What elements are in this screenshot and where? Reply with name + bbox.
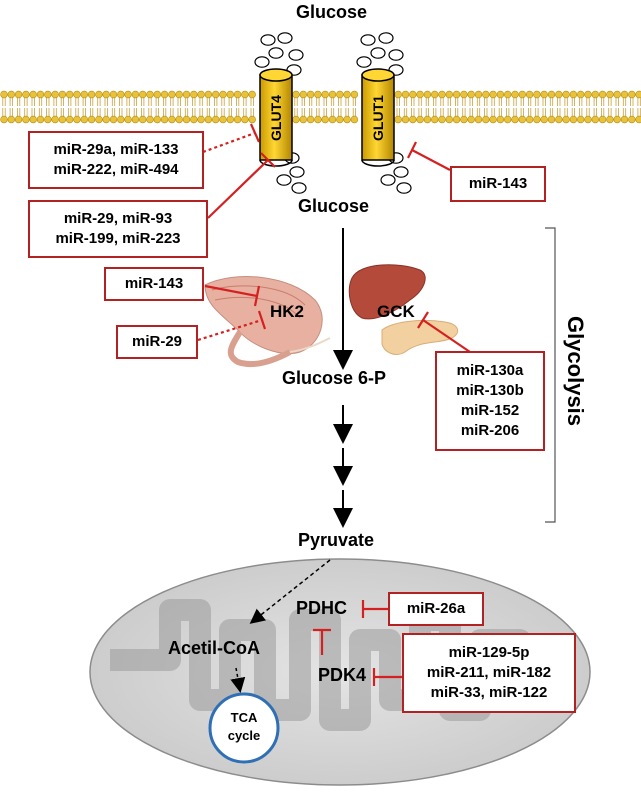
tca-label-line2: cycle — [228, 728, 261, 743]
glucose-molecule — [396, 182, 412, 194]
mirna-box-hk2-solid: miR-143 — [104, 267, 204, 301]
mirna-box-pdk4: miR-129-5p miR-211, miR-182 miR-33, miR-… — [402, 633, 576, 713]
mirna-text: miR-199, miR-223 — [55, 230, 181, 247]
mirna-text: miR-33, miR-122 — [430, 684, 548, 701]
mirna-text: miR-152 — [460, 402, 520, 419]
glucose-molecule — [380, 174, 396, 186]
mirna-text: miR-143 — [124, 275, 184, 292]
mirna-text: miR-222, miR-494 — [53, 161, 179, 178]
glucose-molecule — [356, 56, 372, 68]
mirna-box-glut4-dotted: miR-29a, miR-133 miR-222, miR-494 — [28, 131, 204, 189]
mirna-text: miR-143 — [468, 175, 528, 192]
glycolysis-bracket — [545, 227, 556, 523]
mirna-box-hk2-dotted: miR-29 — [116, 325, 198, 359]
glut1-transporter: GLUT1 — [361, 68, 395, 167]
glucose-molecule — [388, 49, 404, 61]
muscle-image — [204, 276, 331, 368]
glucose-molecules — [254, 32, 412, 194]
mirna-text: miR-211, miR-182 — [426, 664, 552, 681]
mirna-text: miR-29a, miR-133 — [53, 141, 179, 158]
acetyl-coa-label: Acetil-CoA — [168, 638, 261, 658]
mirna-text: miR-130b — [456, 382, 524, 399]
glut4-label: GLUT4 — [268, 95, 284, 141]
pyruvate-label: Pyruvate — [298, 530, 375, 550]
glucose-molecule — [378, 32, 394, 44]
glucose-molecule — [288, 49, 304, 61]
glucose-molecule — [268, 47, 284, 59]
pdhc-label: PDHC — [296, 598, 348, 618]
glucose-mid-label: Glucose — [298, 196, 370, 216]
mirna-text: miR-26a — [406, 600, 466, 617]
mirna-text: miR-129-5p — [448, 644, 530, 661]
pdk4-label: PDK4 — [318, 665, 367, 685]
liver-image — [348, 264, 426, 320]
glucose-molecule — [254, 56, 270, 68]
glycolysis-label: Glycolysis — [563, 315, 589, 427]
glucose-molecule — [277, 32, 293, 44]
mirna-box-pdhc: miR-26a — [388, 592, 484, 626]
gck-label: GCK — [377, 302, 415, 321]
pyruvate-to-acetylcoa-arrow — [249, 559, 331, 624]
glucose-molecule — [276, 174, 292, 186]
mirna-text: miR-206 — [460, 422, 520, 439]
mirna-text: miR-29, miR-93 — [63, 210, 173, 227]
glucose-top-label: Glucose — [296, 2, 368, 22]
tca-label-line1: TCA — [231, 710, 258, 725]
glucose-molecule — [291, 182, 307, 194]
pancreas-image — [381, 319, 459, 355]
hk2-label: HK2 — [270, 302, 305, 321]
cell-membrane — [0, 90, 641, 124]
glut1-label: GLUT1 — [370, 95, 386, 141]
glucose-molecule — [360, 34, 376, 46]
mirna-text: miR-29 — [131, 333, 183, 350]
acetylcoa-to-tca-arrow — [230, 667, 246, 693]
glucose6p-label: Glucose 6-P — [282, 368, 387, 388]
mirna-text: miR-130a — [456, 362, 524, 379]
glucose-molecule — [260, 34, 276, 46]
inhibition-lines — [197, 123, 471, 686]
mirna-box-glut4-solid: miR-29, miR-93 miR-199, miR-223 — [28, 200, 208, 258]
mirna-box-glut1: miR-143 — [450, 166, 546, 202]
tca-cycle-circle — [208, 692, 280, 764]
glucose-molecule — [370, 47, 386, 59]
glucose-molecule — [289, 166, 305, 178]
glut4-transporter: GLUT4 — [259, 68, 293, 167]
glucose-molecule — [393, 166, 409, 178]
mirna-box-gck: miR-130a miR-130b miR-152 miR-206 — [435, 351, 545, 451]
